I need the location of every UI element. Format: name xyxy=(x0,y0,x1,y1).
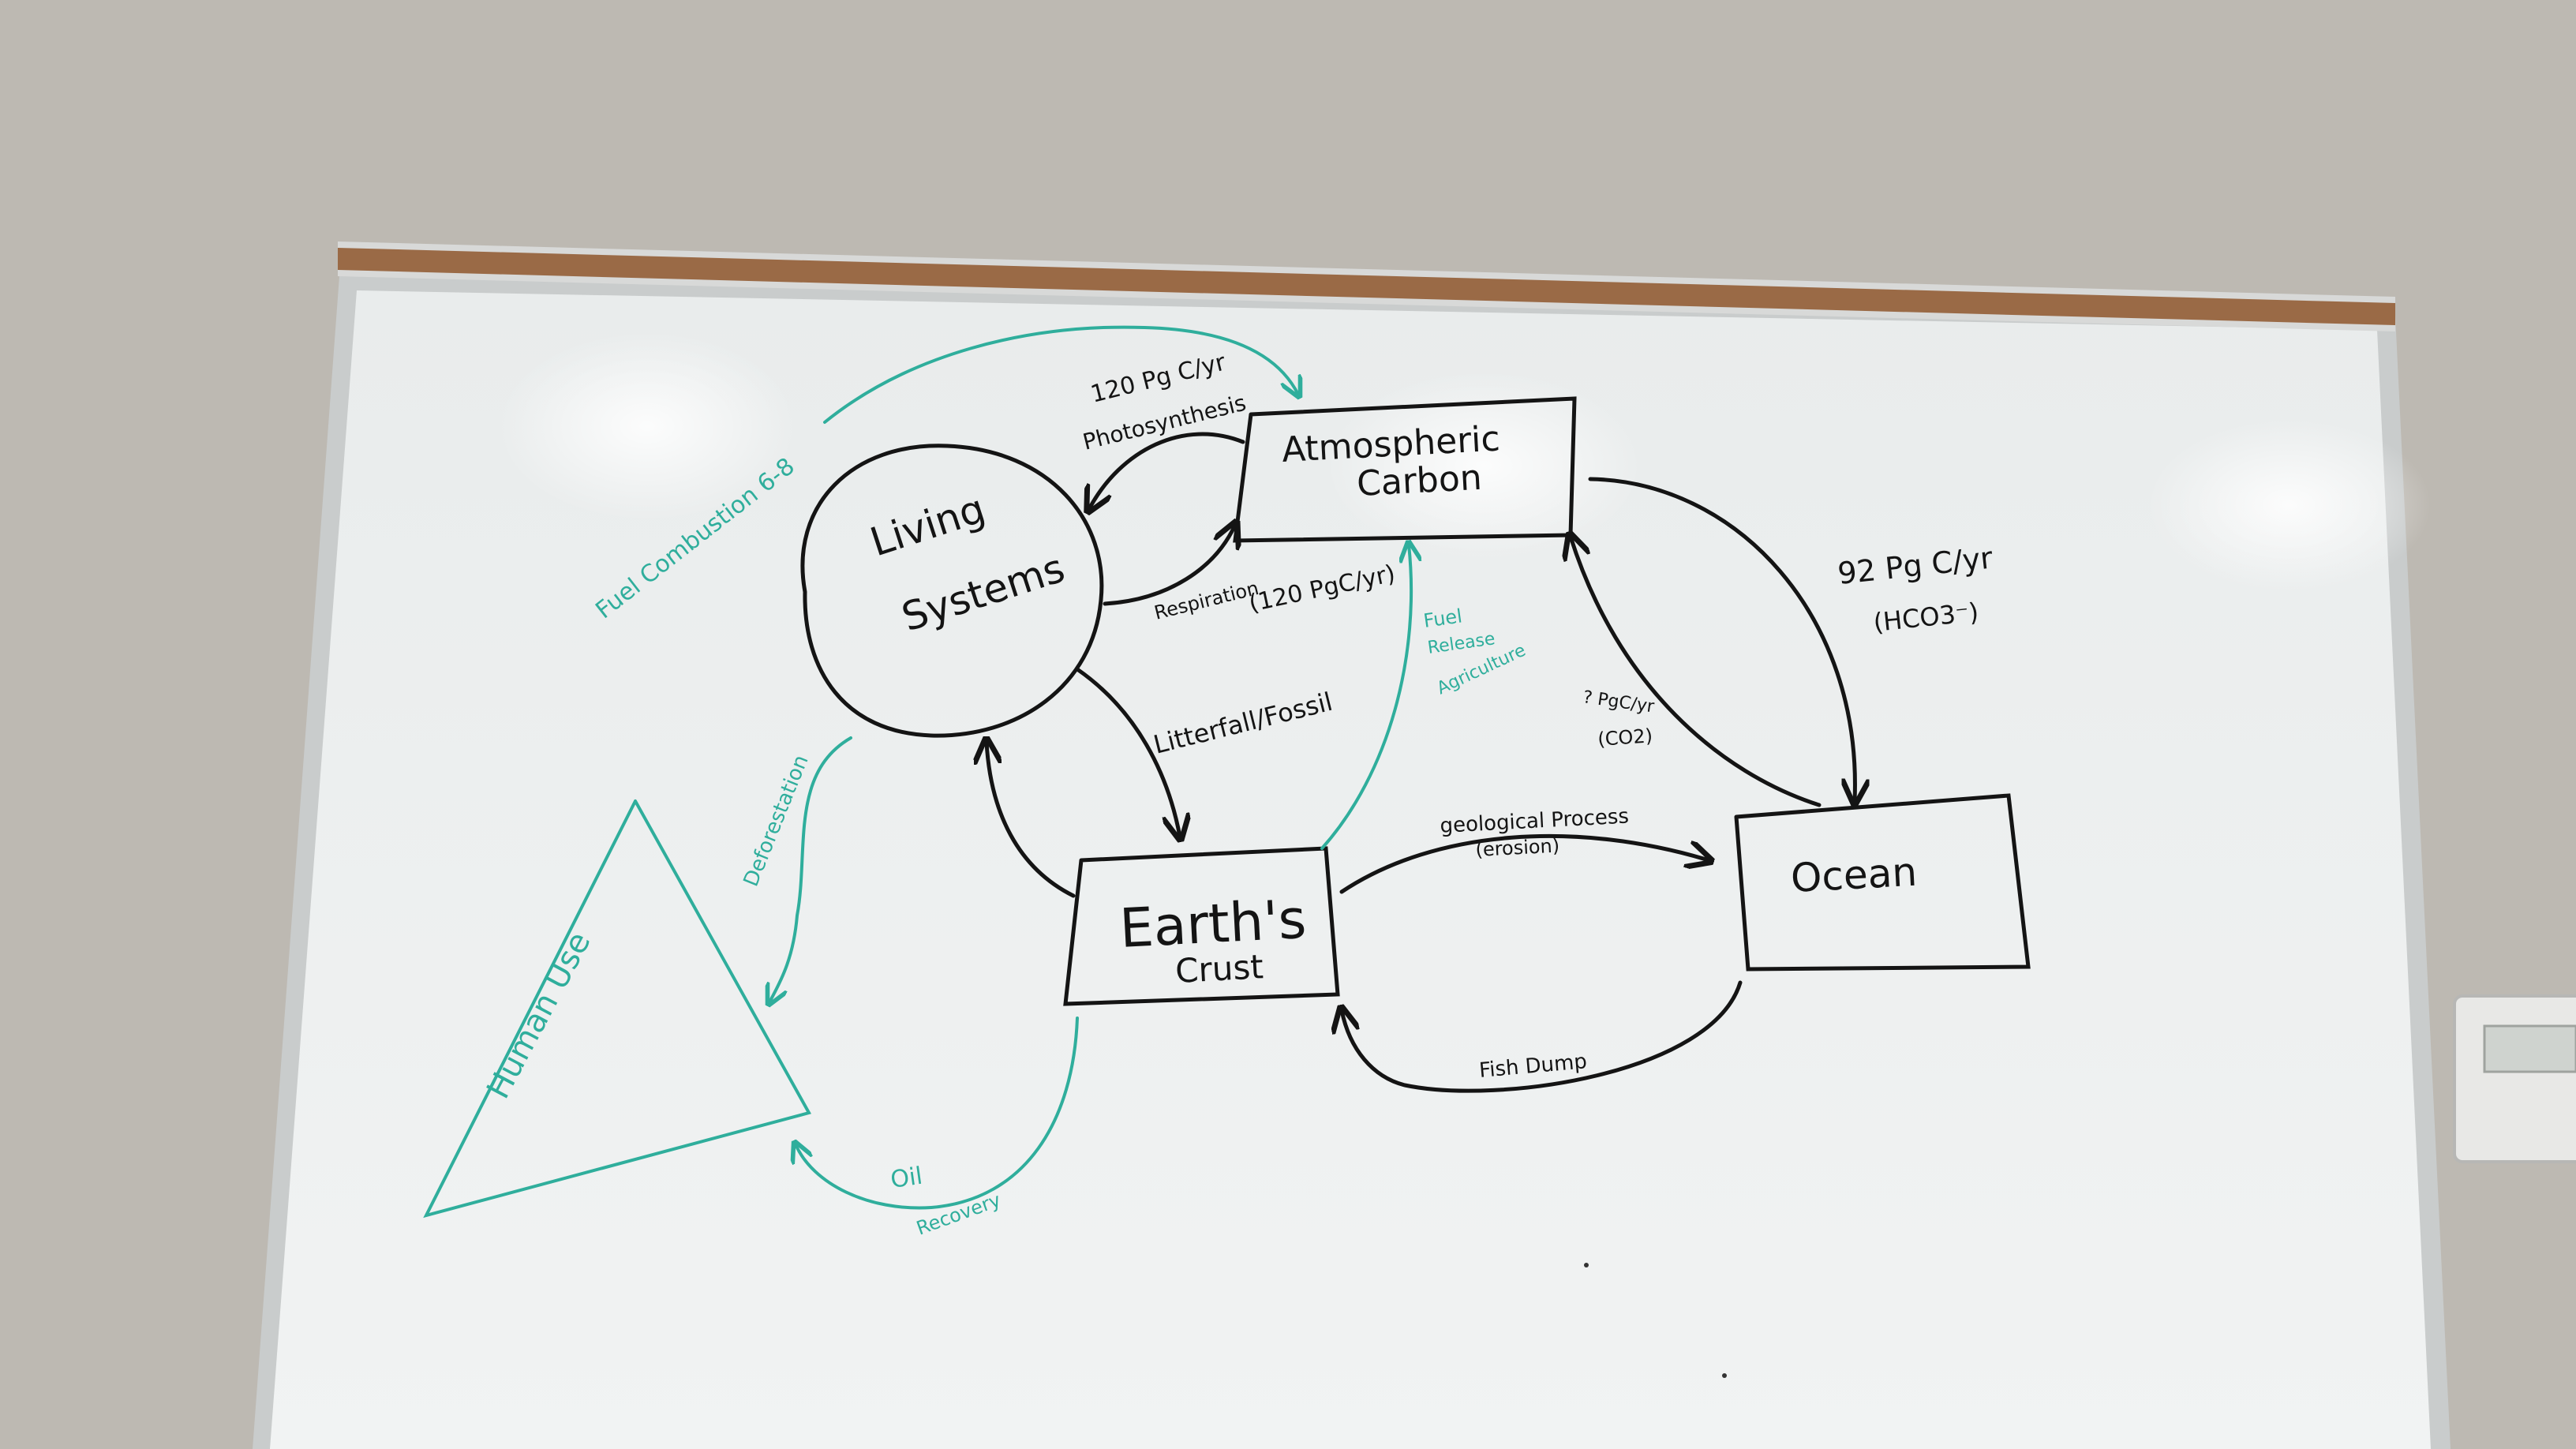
erosion-label: (erosion) xyxy=(1475,834,1560,861)
glare xyxy=(497,331,797,521)
board-speck xyxy=(1722,1373,1727,1378)
earths-crust-label: Crust xyxy=(1174,947,1264,990)
ocean-release-arrow xyxy=(1571,537,1822,807)
glare xyxy=(2147,418,2431,592)
photosynthesis-arrow xyxy=(1089,432,1245,509)
cork-strip-trim xyxy=(338,270,2395,331)
board-speck xyxy=(1584,1263,1589,1267)
ocean-release-form-label: (CO2) xyxy=(1597,724,1653,751)
oil-recovery-arrow xyxy=(796,1017,1079,1210)
cork-strip-trim xyxy=(338,242,2395,303)
fuel-release-label: Fuel xyxy=(1422,605,1464,632)
fish-dump-arrow xyxy=(1342,980,1743,1093)
geological-arrow xyxy=(1339,833,1709,894)
cork-strip xyxy=(338,246,2395,327)
deforestation-arrow xyxy=(769,736,852,1002)
fuel-release-arrow xyxy=(1320,545,1411,850)
fuel-combustion-arrow xyxy=(823,325,1298,424)
ocean-label: Ocean xyxy=(1790,849,1919,901)
litterfall-arrow xyxy=(1075,667,1180,837)
earths-crust-label: Earth's xyxy=(1118,889,1308,960)
thermostat-display xyxy=(2483,1024,2576,1073)
respiration-arrow xyxy=(1103,525,1235,606)
glare xyxy=(1326,371,1642,560)
thermostat xyxy=(2453,994,2576,1163)
human-use-triangle xyxy=(423,799,811,1219)
earths-crust-box xyxy=(1063,846,1340,1006)
ocean-uptake-arrow xyxy=(1588,477,1855,801)
atmospheric-carbon-label: Carbon xyxy=(1356,458,1483,504)
ocean-box xyxy=(1734,793,2031,972)
living-systems-circle xyxy=(800,444,1104,738)
crust-to-living-arrow xyxy=(987,742,1076,898)
oil-label: Oil xyxy=(889,1163,924,1194)
